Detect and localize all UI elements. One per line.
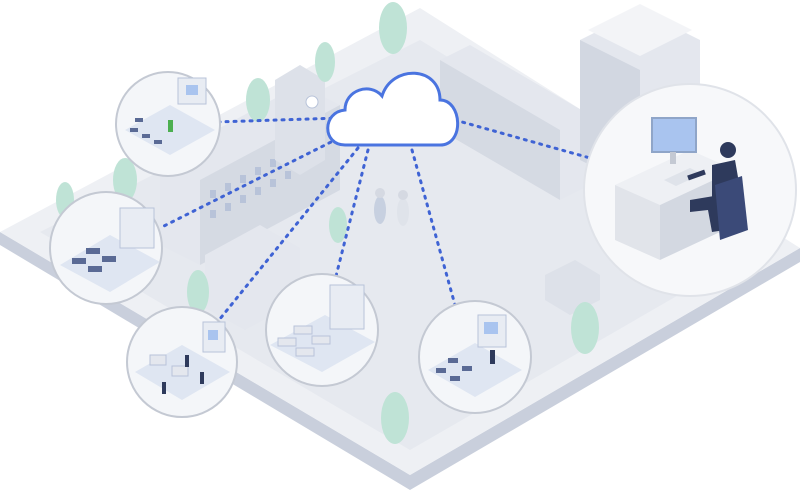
node-classroom-top-left bbox=[115, 71, 221, 177]
node-classroom-bottom-center bbox=[265, 273, 379, 387]
pedestrians bbox=[374, 188, 409, 226]
node-admin-operator bbox=[583, 83, 797, 297]
cloud-icon bbox=[326, 71, 460, 147]
node-lab-bottom-left bbox=[126, 306, 238, 418]
node-classroom-bottom-right bbox=[418, 300, 532, 414]
trees bbox=[56, 2, 599, 444]
network-links bbox=[158, 116, 592, 327]
node-classroom-left bbox=[49, 191, 163, 305]
